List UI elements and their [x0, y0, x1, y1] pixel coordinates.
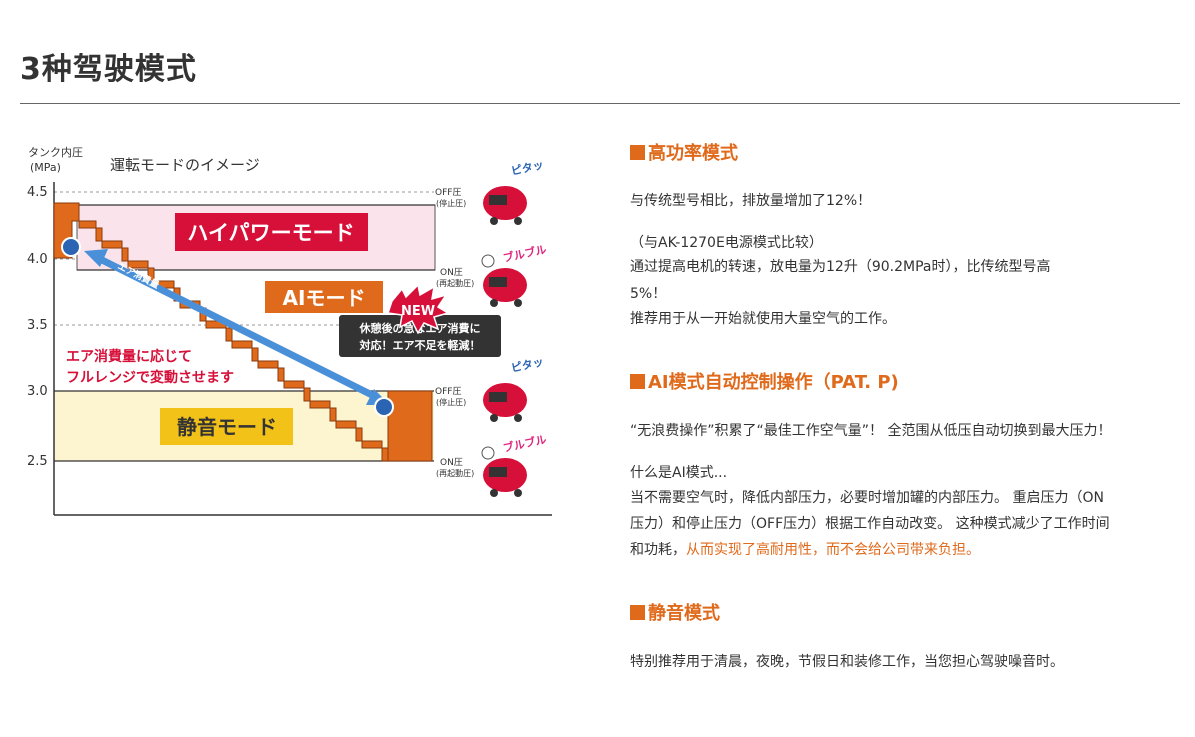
ai-line-2: 什么是AI模式...	[630, 465, 728, 481]
new-badge: NEW	[401, 304, 435, 319]
operation-mode-diagram: タンク内圧 (MPa) 運転モードのイメージ 4.5 4.0 3.5 3.0 2…	[22, 135, 567, 530]
ai-line-1: “无浪费操作”积累了“最佳工作空气量”！ 全范围从低压自动切换到最大压力！	[630, 423, 1112, 439]
ai-note-line2: 対応！エア不足を軽減！	[359, 338, 481, 352]
off-label-2: OFF圧	[435, 386, 461, 397]
square-bullet-icon	[630, 374, 645, 389]
red-note-line2: フルレンジで変動させます	[66, 369, 234, 386]
square-bullet-icon	[630, 605, 645, 620]
title-divider	[20, 103, 1180, 104]
y-tick-4.0: 4.0	[27, 252, 48, 267]
ai-line-5: 和功耗，从而实现了高耐用性，而不会给公司带来负担。	[630, 542, 980, 558]
on-sub-2: (再起動圧)	[436, 469, 474, 478]
sound-puru-1: ブルブル	[502, 242, 548, 265]
on-label-2: ON圧	[440, 457, 463, 468]
high-power-line-1: 与传统型号相比，排放量增加了12%！	[630, 193, 872, 209]
section-title-quiet: 静音模式	[630, 600, 720, 628]
page-title: 3种驾驶模式	[20, 52, 197, 87]
mode-icon-top	[61, 237, 81, 257]
on-sub-1: (再起動圧)	[436, 279, 474, 288]
high-power-label: ハイパワーモード	[187, 221, 354, 245]
section-title-ai: AI模式自动控制操作（PAT. P)	[630, 369, 899, 397]
new-badge-burst	[387, 283, 450, 335]
section-title-high-power: 高功率模式	[630, 140, 738, 168]
diagram-caption: 運転モードのイメージ	[110, 156, 260, 174]
compressor-icon-2	[481, 254, 527, 307]
air-consumption-arrow	[84, 249, 390, 405]
y-axis-label: タンク内圧	[28, 145, 83, 159]
y-tick-4.5: 4.5	[27, 185, 48, 200]
quiet-mode-label: 静音モード	[177, 415, 277, 439]
high-power-line-4: 5%！	[630, 286, 667, 302]
ai-note-box	[339, 315, 501, 357]
off-label-1: OFF圧	[435, 187, 461, 198]
sound-puru-2: ブルブル	[502, 432, 548, 455]
y-axis-unit: (MPa)	[30, 161, 61, 174]
compressor-icon-4	[481, 446, 527, 497]
quiet-label-box	[160, 408, 293, 445]
high-power-line-3: 通过提高电机的转速，放电量为12升（90.2MPa时），比传统型号高	[630, 259, 1051, 275]
high-power-label-box	[175, 213, 368, 251]
y-tick-2.5: 2.5	[27, 454, 48, 469]
on-label-1: ON圧	[440, 267, 463, 278]
quiet-line-1: 特别推荐用于清晨，夜晚，节假日和装修工作，当您担心驾驶噪音时。	[630, 654, 1064, 670]
sound-pita-1: ピタッ	[510, 158, 545, 178]
off-sub-1: (停止圧)	[436, 198, 466, 208]
compressor-icon-3	[483, 383, 527, 422]
sound-pita-2: ピタッ	[510, 355, 545, 375]
red-note-line1: エア消費量に応じて	[66, 348, 192, 365]
off-sub-2: (停止圧)	[436, 397, 466, 407]
mode-icon-bottom	[374, 397, 394, 417]
ai-mode-label-box	[263, 279, 385, 315]
y-tick-3.0: 3.0	[27, 384, 48, 399]
ai-line-4: 压力）和停止压力（OFF压力）根据工作自动改变。 这种模式减少了工作时间	[630, 516, 1110, 532]
square-bullet-icon	[630, 145, 645, 160]
y-tick-3.5: 3.5	[27, 318, 48, 333]
compressor-icon-1	[483, 186, 527, 225]
high-power-line-2: （与AK-1270E电源模式比较）	[630, 235, 823, 251]
ai-highlight-text: 从而实现了高耐用性，而不会给公司带来负担。	[686, 542, 980, 558]
ai-mode-label: AIモード	[283, 286, 366, 310]
ai-line-3: 当不需要空气时，降低内部压力，必要时增加罐的内部压力。 重启压力（ON	[630, 490, 1104, 506]
high-power-line-5: 推荐用于从一开始就使用大量空气的工作。	[630, 311, 896, 327]
